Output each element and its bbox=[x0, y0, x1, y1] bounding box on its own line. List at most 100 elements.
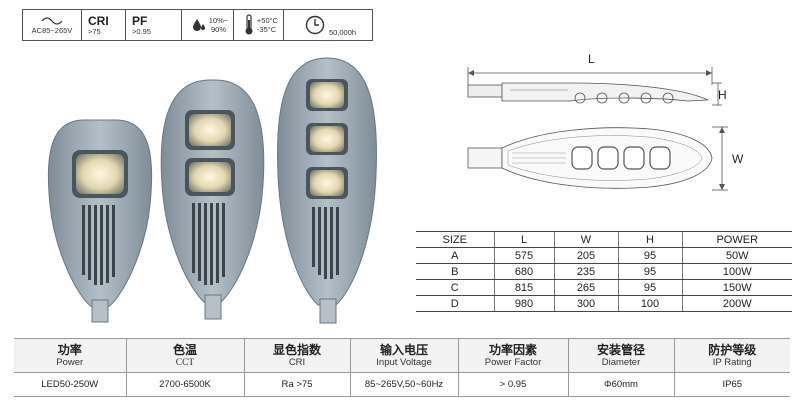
power-header-en: Power bbox=[56, 356, 84, 368]
width-header: W bbox=[553, 231, 618, 248]
voltage-value: 85~265V,50~60Hz bbox=[349, 372, 458, 397]
side-view bbox=[467, 82, 709, 104]
pf-header-en: Power Factor bbox=[484, 356, 542, 368]
thermometer-icon bbox=[245, 14, 253, 35]
table-row: D 980 300 100 200W bbox=[416, 295, 792, 312]
width-cell: 205 bbox=[553, 247, 618, 264]
width-cell: 235 bbox=[553, 263, 618, 280]
cct-value: 2700-6500K bbox=[125, 372, 244, 397]
spec-icon-strip: AC85~265V CRI >75 PF >0.95 10%~ 90% +50°… bbox=[22, 9, 373, 41]
table-row: A 575 205 95 50W bbox=[416, 247, 792, 264]
power-param-header: 功率 Power bbox=[14, 338, 126, 373]
temperature-max: +50°C bbox=[256, 16, 279, 25]
power-cell: 50W bbox=[681, 247, 792, 264]
cri-value: Ra >75 bbox=[243, 372, 350, 397]
pf-label: PF bbox=[132, 13, 148, 28]
width-label: W bbox=[732, 152, 744, 166]
humidity-max: 10%~ bbox=[208, 16, 229, 25]
street-light-photos bbox=[47, 57, 377, 324]
table-row: C 815 265 95 150W bbox=[416, 279, 792, 296]
power-value: LED50-250W bbox=[14, 372, 126, 397]
temperature-spec: +50°C -35°C bbox=[234, 9, 284, 41]
lamp-50w bbox=[47, 119, 153, 323]
led-module bbox=[310, 82, 344, 108]
ip-header-cn: 防护等级 bbox=[708, 342, 757, 357]
size-table-header: SIZE L W H POWER bbox=[416, 231, 792, 248]
length-cell: 815 bbox=[493, 279, 554, 296]
size-cell: A bbox=[416, 247, 494, 264]
lamp-100w bbox=[160, 79, 265, 320]
top-view bbox=[467, 127, 713, 189]
clock-icon bbox=[305, 15, 325, 35]
pf-value: >0.95 bbox=[132, 26, 151, 36]
diameter-value: Φ60mm bbox=[567, 372, 674, 397]
led-module bbox=[189, 162, 231, 192]
width-dimension: W bbox=[712, 126, 744, 191]
table-row: B 680 235 95 100W bbox=[416, 263, 792, 280]
length-dimension: L bbox=[467, 52, 713, 85]
pf-spec: PF >0.95 bbox=[126, 9, 182, 41]
width-cell: 265 bbox=[553, 279, 618, 296]
voltage-value: AC85~265V bbox=[31, 25, 73, 35]
lifetime-spec: 50,000h bbox=[284, 9, 373, 41]
length-cell: 680 bbox=[493, 263, 554, 280]
diameter-header-cn: 安装管径 bbox=[596, 342, 645, 357]
height-cell: 95 bbox=[617, 279, 682, 296]
cri-value: >75 bbox=[88, 26, 101, 36]
height-cell: 95 bbox=[617, 263, 682, 280]
voltage-spec: AC85~265V bbox=[22, 9, 82, 41]
voltage-header-en: Input Voltage bbox=[376, 356, 432, 368]
led-module bbox=[189, 114, 231, 146]
height-header: H bbox=[617, 231, 682, 248]
power-header-cn: 功率 bbox=[57, 342, 82, 357]
voltage-param-header: 输入电压 Input Voltage bbox=[349, 338, 458, 373]
height-label: H bbox=[718, 88, 727, 102]
diameter-param-header: 安装管径 Diameter bbox=[567, 338, 674, 373]
size-table: SIZE L W H POWER A 575 205 95 50W B 680 … bbox=[416, 231, 792, 312]
size-cell: D bbox=[416, 295, 494, 312]
parameter-table: 功率 Power 色温 CCT 显色指数 CRI 输入电压 Input Volt… bbox=[14, 338, 790, 397]
led-module bbox=[76, 154, 124, 194]
power-cell: 150W bbox=[681, 279, 792, 296]
cri-param-header: 显色指数 CRI bbox=[243, 338, 350, 373]
parameter-header-row: 功率 Power 色温 CCT 显色指数 CRI 输入电压 Input Volt… bbox=[14, 338, 790, 373]
cct-param-header: 色温 CCT bbox=[125, 338, 244, 373]
cct-header-en: CCT bbox=[175, 357, 195, 368]
power-cell: 200W bbox=[681, 295, 792, 312]
ip-header-en: IP Rating bbox=[712, 356, 752, 368]
led-module bbox=[310, 170, 344, 196]
pf-param-header: 功率因素 Power Factor bbox=[457, 338, 568, 373]
length-header: L bbox=[493, 231, 554, 248]
ip-value: IP65 bbox=[673, 372, 790, 397]
power-cell: 100W bbox=[681, 263, 792, 280]
humidity-min: 90% bbox=[210, 25, 226, 34]
size-header: SIZE bbox=[416, 231, 494, 248]
height-cell: 95 bbox=[617, 247, 682, 264]
temperature-min: -35°C bbox=[256, 25, 277, 34]
height-dimension: H bbox=[712, 82, 727, 106]
water-drop-icon bbox=[192, 19, 205, 31]
length-cell: 575 bbox=[493, 247, 554, 264]
humidity-spec: 10%~ 90% bbox=[182, 9, 234, 41]
led-module bbox=[310, 126, 344, 152]
cri-spec: CRI >75 bbox=[82, 9, 126, 41]
diameter-header-en: Diameter bbox=[601, 356, 641, 368]
power-header: POWER bbox=[681, 231, 792, 248]
cri-header-cn: 显色指数 bbox=[272, 342, 321, 357]
length-label: L bbox=[588, 52, 595, 66]
size-cell: C bbox=[416, 279, 494, 296]
size-cell: B bbox=[416, 263, 494, 280]
pf-value: > 0.95 bbox=[457, 372, 568, 397]
height-cell: 100 bbox=[617, 295, 682, 312]
sine-wave-icon bbox=[41, 16, 63, 25]
lifetime-value: 50,000h bbox=[328, 28, 357, 37]
pf-header-cn: 功率因素 bbox=[488, 342, 537, 357]
cri-header-en: CRI bbox=[288, 356, 306, 368]
lamp-150w bbox=[277, 57, 377, 324]
length-cell: 980 bbox=[493, 295, 554, 312]
dimension-drawing: L H bbox=[467, 52, 744, 191]
ip-param-header: 防护等级 IP Rating bbox=[673, 338, 790, 373]
cri-label: CRI bbox=[88, 13, 109, 28]
cct-header-cn: 色温 bbox=[172, 342, 197, 357]
width-cell: 300 bbox=[553, 295, 618, 312]
